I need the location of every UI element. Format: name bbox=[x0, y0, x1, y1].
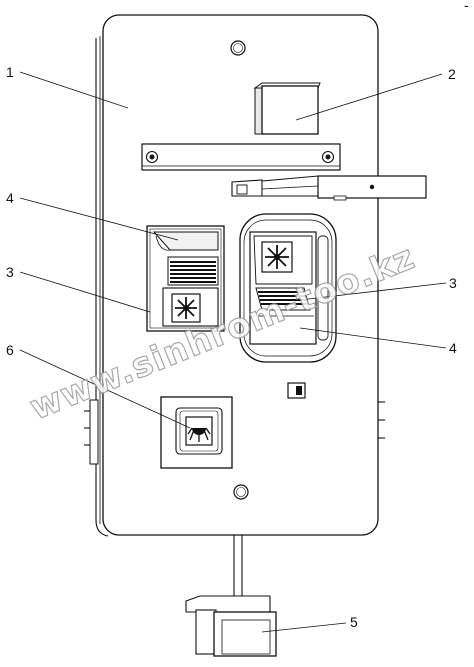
callout-4-left: 4 bbox=[6, 190, 14, 206]
callout-leaders bbox=[19, 71, 447, 633]
bracket-bar bbox=[141, 143, 341, 171]
mounting-hole-top bbox=[230, 40, 246, 56]
callout-4-right: 4 bbox=[449, 340, 457, 356]
snowflake-icon bbox=[171, 293, 201, 323]
corner-mark: - bbox=[464, 0, 469, 13]
panel-side-edge bbox=[95, 36, 109, 537]
side-connector bbox=[84, 399, 99, 465]
callout-1: 1 bbox=[6, 64, 14, 80]
small-indicator bbox=[287, 382, 306, 399]
callout-3-right: 3 bbox=[449, 275, 457, 291]
latch-lever bbox=[231, 175, 427, 201]
side-tabs bbox=[378, 401, 385, 439]
mounting-hole-bottom bbox=[233, 484, 249, 500]
rocker-switch-right bbox=[239, 213, 337, 363]
rocker-ribbed-pad-right bbox=[255, 287, 311, 311]
snowflake-icon bbox=[261, 241, 293, 273]
callout-3-left: 3 bbox=[6, 264, 14, 280]
light-icon bbox=[185, 416, 213, 446]
plug-connector bbox=[185, 595, 277, 657]
lamp-switch bbox=[160, 396, 233, 469]
callout-2: 2 bbox=[448, 66, 456, 82]
callout-6: 6 bbox=[6, 342, 14, 358]
rocker-ribbed-pad-left bbox=[170, 261, 216, 283]
callout-5: 5 bbox=[350, 614, 358, 630]
rectangular-fuse-block bbox=[253, 82, 321, 135]
rocker-switch-left bbox=[146, 225, 225, 332]
cable bbox=[233, 535, 243, 602]
